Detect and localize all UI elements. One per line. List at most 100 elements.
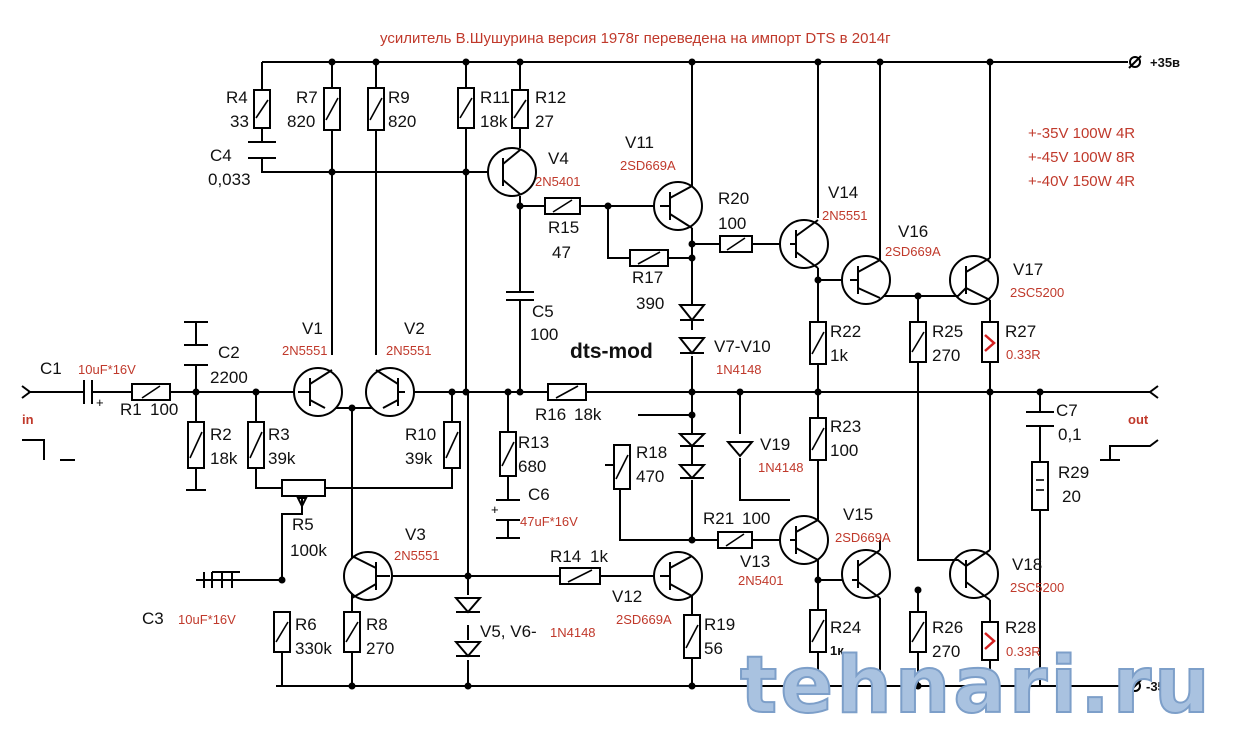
- resistor-R28: [981, 621, 999, 661]
- transistor-V18: [949, 549, 999, 601]
- value-R7: 820: [287, 112, 315, 131]
- neg-rail-label: -35в: [1146, 679, 1173, 694]
- resistor-R2: [187, 421, 205, 469]
- label-R10: R10: [405, 425, 436, 444]
- capacitors: + +: [72, 141, 1054, 588]
- label-V11: V11: [625, 133, 654, 152]
- spec-line-2: +-45V 100W 8R: [1028, 149, 1135, 166]
- label-R8: R8: [366, 615, 388, 634]
- label-V18: V18: [1012, 555, 1042, 574]
- part-V18: 2SC5200: [1010, 580, 1064, 595]
- diode-V9: [677, 433, 707, 448]
- transistor-V17: [949, 255, 999, 305]
- label-R2: R2: [210, 425, 232, 444]
- label-R26: R26: [932, 618, 963, 637]
- label-R11: R11: [480, 88, 510, 107]
- label-R24: R24: [830, 618, 861, 637]
- resistor-R10: [443, 421, 461, 469]
- value-R2: 18k: [210, 449, 238, 468]
- transistor-V16: [841, 255, 891, 305]
- value-R11: 18k: [480, 112, 508, 131]
- value-R13: 680: [518, 457, 546, 476]
- resistor-R27: [981, 321, 999, 363]
- watermark: tehnari.ru: [740, 641, 1213, 731]
- part-V17: 2SC5200: [1010, 285, 1064, 300]
- label-V12: V12: [612, 587, 642, 606]
- diodes: [453, 304, 755, 658]
- svg-text:+: +: [96, 395, 104, 410]
- label-R1: R1: [120, 400, 142, 419]
- resistor-R17: [629, 249, 669, 267]
- part-V5V6: 1N4148: [550, 625, 596, 640]
- value-R17: 390: [636, 294, 664, 313]
- dts-mod-label: dts-mod: [570, 340, 653, 363]
- resistor-R3: [247, 421, 265, 469]
- label-R6: R6: [295, 615, 317, 634]
- resistor-R22: [809, 321, 827, 365]
- value-C7: 0,1: [1058, 425, 1082, 444]
- resistor-R9: [367, 87, 385, 131]
- label-R12: R12: [535, 88, 566, 107]
- resistor-R6: [273, 611, 291, 653]
- diode-V10: [677, 464, 707, 480]
- value-C5: 100: [530, 325, 558, 344]
- part-V15: 2SD669A: [835, 530, 891, 545]
- value-R3: 39k: [268, 449, 296, 468]
- label-R27: R27: [1005, 322, 1036, 341]
- resistor-R20: [719, 235, 753, 253]
- transistor-V13: [779, 515, 829, 565]
- value-R29: 20: [1062, 487, 1081, 506]
- label-R20: R20: [718, 189, 749, 208]
- label-R3: R3: [268, 425, 290, 444]
- part-V2: 2N5551: [386, 343, 432, 358]
- negative-rail: -35в: [276, 679, 1173, 694]
- diode-V5: [453, 597, 483, 614]
- part-V14: 2N5551: [822, 208, 868, 223]
- label-R5: R5: [292, 515, 314, 534]
- label-V4: V4: [548, 149, 569, 168]
- value-R22: 1k: [830, 346, 848, 365]
- label-R4: R4: [226, 88, 248, 107]
- diode-V8: [677, 337, 707, 355]
- capacitor-C7: [1026, 411, 1054, 427]
- spec-line-1: +-35V 100W 4R: [1028, 125, 1135, 142]
- label-C4: C4: [210, 146, 232, 165]
- part-V19: 1N4148: [758, 460, 804, 475]
- value-R10: 39k: [405, 449, 433, 468]
- resistor-R4: [253, 89, 271, 129]
- label-V13: V13: [740, 552, 770, 571]
- label-V5V6: V5, V6-: [480, 622, 537, 641]
- label-R13: R13: [518, 433, 549, 452]
- label-V15: V15: [843, 505, 873, 524]
- value-R24: 1к: [830, 643, 844, 658]
- component-labels: R4 33 R7 820 R9 820 R11 18k R12 27 C4 0,…: [22, 88, 1149, 661]
- label-V3: V3: [405, 525, 426, 544]
- part-C6: 47uF*16V: [520, 514, 578, 529]
- resistor-R19: [683, 614, 701, 659]
- part-V1: 2N5551: [282, 343, 328, 358]
- resistor-R8: [343, 611, 361, 653]
- label-R22: R22: [830, 322, 861, 341]
- label-V19: V19: [760, 435, 790, 454]
- part-V12: 2SD669A: [616, 612, 672, 627]
- label-R14: R14: [550, 547, 581, 566]
- label-V17: V17: [1013, 260, 1043, 279]
- value-R1: 100: [150, 400, 178, 419]
- value-R12: 27: [535, 112, 554, 131]
- resistor-R16: [547, 383, 587, 401]
- capacitor-C1: +: [72, 380, 104, 410]
- part-V4: 2N5401: [535, 174, 581, 189]
- transistor-V12: [653, 551, 703, 601]
- capacitor-C3: [196, 571, 282, 588]
- schematic-title: усилитель В.Шушурина версия 1978г переве…: [380, 30, 891, 47]
- resistor-R14: [559, 567, 601, 585]
- label-C2: C2: [218, 343, 240, 362]
- value-R23: 100: [830, 441, 858, 460]
- label-R7: R7: [296, 88, 318, 107]
- label-R18: R18: [636, 443, 667, 462]
- value-C4: 0,033: [208, 170, 251, 189]
- label-R21: R21: [703, 509, 734, 528]
- transistor-V15: [841, 549, 891, 599]
- label-R29: R29: [1058, 463, 1089, 482]
